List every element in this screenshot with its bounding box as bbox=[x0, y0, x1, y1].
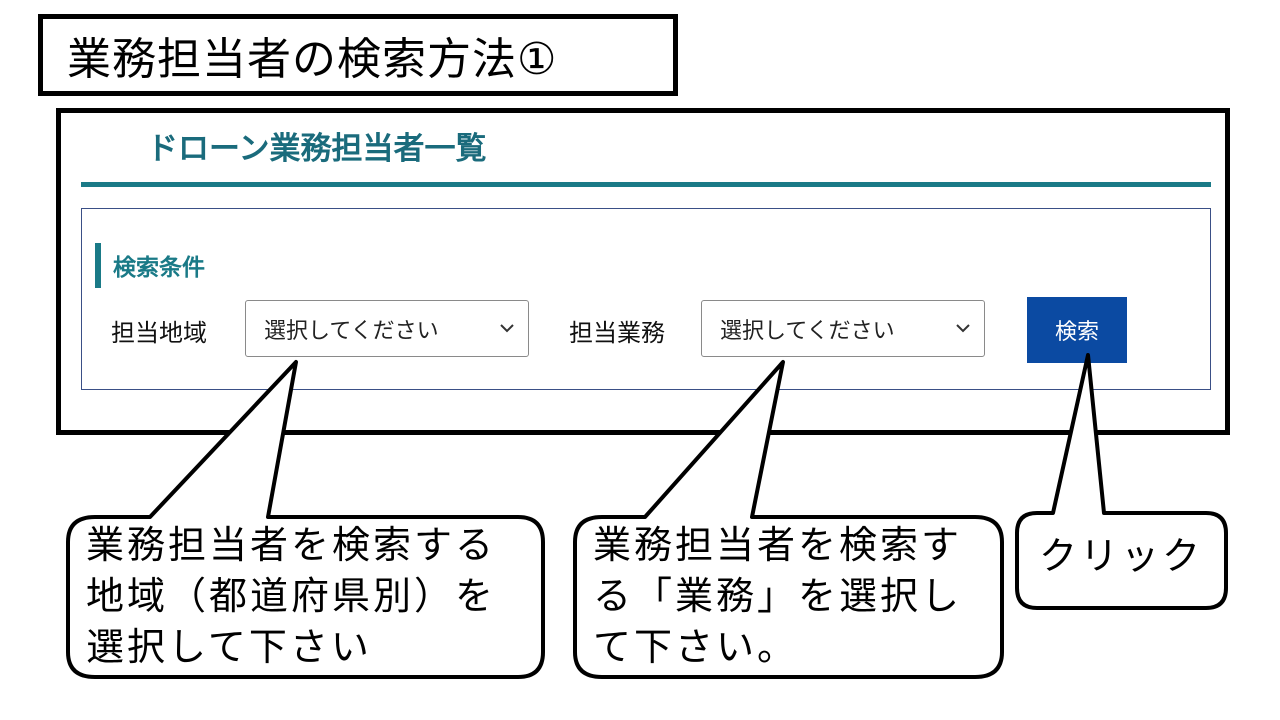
region-select-value: 選択してください bbox=[264, 318, 439, 344]
heading-divider bbox=[81, 182, 1211, 187]
section-accent-bar bbox=[95, 243, 101, 288]
callout-region-text: 業務担当者を検索する 地域（都道府県別）を 選択して下さい bbox=[86, 523, 497, 669]
business-select-value: 選択してください bbox=[720, 318, 895, 344]
region-select[interactable]: 選択してください bbox=[245, 300, 529, 357]
search-button[interactable]: 検索 bbox=[1027, 297, 1127, 363]
page-title: ドローン業務担当者一覧 bbox=[147, 131, 487, 167]
screenshot-frame: ドローン業務担当者一覧 検索条件 担当地域 選択してください 担当業務 選択して… bbox=[56, 108, 1230, 435]
callout-button-text: クリック bbox=[1039, 534, 1204, 578]
callout-business-text: 業務担当者を検索す る「業務」を選択し て下さい。 bbox=[593, 523, 963, 669]
business-select[interactable]: 選択してください bbox=[701, 300, 985, 357]
search-panel bbox=[81, 208, 1211, 390]
callout-business-shape bbox=[573, 360, 1004, 679]
region-label: 担当地域 bbox=[111, 319, 207, 347]
business-label: 担当業務 bbox=[569, 319, 665, 347]
slide-title: 業務担当者の検索方法① bbox=[38, 14, 678, 96]
callout-button-shape bbox=[1015, 353, 1228, 610]
chevron-down-icon bbox=[956, 324, 970, 333]
search-conditions-heading: 検索条件 bbox=[113, 255, 205, 281]
chevron-down-icon bbox=[500, 324, 514, 333]
callout-region-shape bbox=[66, 360, 545, 679]
